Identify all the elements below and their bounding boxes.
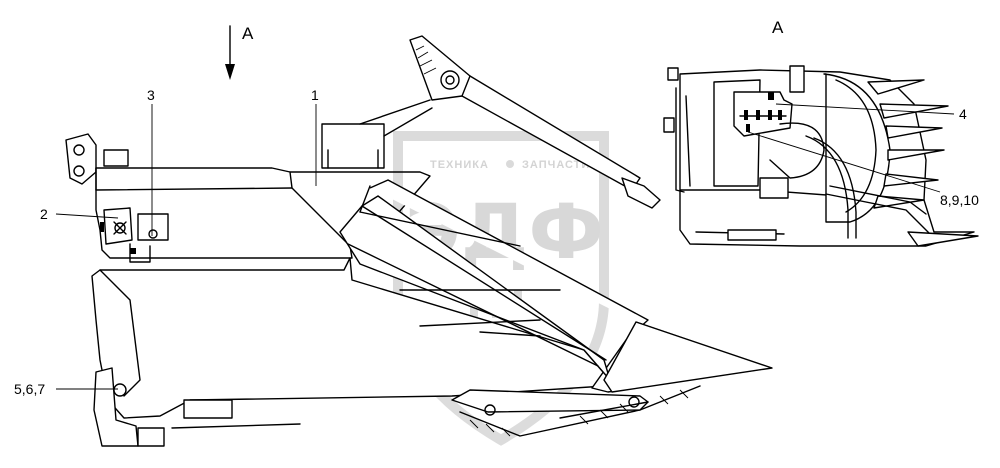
drum-teeth [867, 79, 949, 209]
mount-bracket [65, 133, 97, 185]
lower-side-panel [99, 269, 141, 397]
view-arrow-head-icon [225, 64, 235, 80]
callouts: 1 3 2 5,6,7 4 8,9,10 [14, 87, 979, 397]
leader-2 [55, 213, 119, 219]
bottom-rail-block [183, 399, 233, 419]
callout-1: 1 [311, 87, 319, 103]
mechanism-bolts [744, 92, 782, 132]
callout-8-9-10: 8,9,10 [940, 192, 979, 208]
watermark-gear-icon [506, 160, 514, 168]
callout-5-6-7: 5,6,7 [14, 381, 45, 397]
detail-view-a: A [663, 18, 979, 247]
view-label-main: A [242, 24, 254, 43]
skid-link [451, 389, 649, 413]
front-foot [93, 367, 139, 447]
main-side-view: A [65, 24, 773, 447]
latch-pin-2 [114, 222, 126, 234]
callout-3: 3 [147, 87, 155, 103]
cylinder-hatch [415, 45, 437, 75]
guard-curve [769, 122, 825, 179]
detail-tip [907, 231, 979, 247]
foot-pin [113, 383, 127, 397]
divider-tip [603, 321, 773, 393]
callout-4: 4 [959, 106, 967, 122]
skid-shoe [459, 385, 701, 437]
foot-block [137, 427, 165, 447]
frame-upper [95, 167, 353, 259]
cylinder-pivot [440, 70, 460, 90]
auger-channel [339, 195, 611, 381]
leader-4 [775, 103, 955, 115]
top-block [103, 149, 129, 167]
support-arm-1 [359, 99, 431, 125]
frame-line [95, 187, 293, 191]
leader-8910 [747, 131, 941, 193]
callout-2: 2 [40, 206, 48, 222]
clamp-block-3 [137, 213, 169, 241]
ground-hatch [469, 389, 689, 437]
mechanism-housing [733, 91, 793, 137]
cylinder-rod-end [621, 177, 661, 209]
bracket-hole [73, 144, 85, 156]
bracket-hole-2 [73, 165, 85, 177]
view-label-detail: A [772, 18, 784, 37]
tank-box [321, 123, 385, 169]
watermark-text-1: ТЕХНИКА [430, 159, 489, 171]
watermark-text-2: ЗАПЧАСТИ [522, 159, 590, 171]
support-arm-2 [383, 107, 433, 137]
